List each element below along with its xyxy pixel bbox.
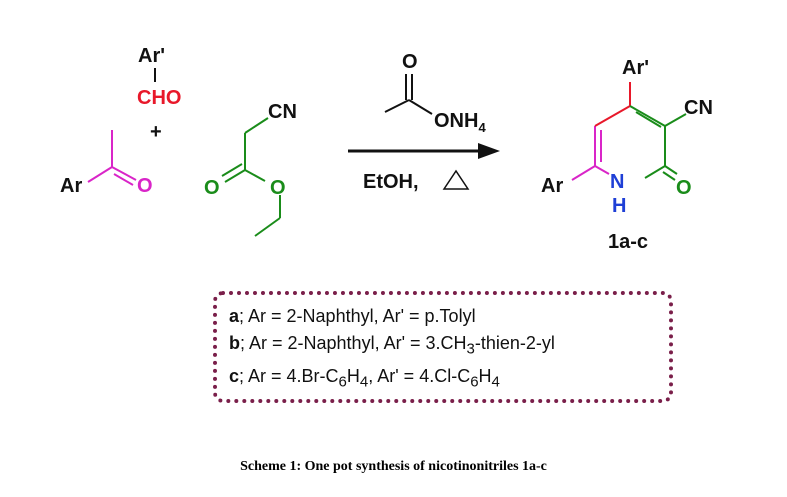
product-ring-left-bonds xyxy=(571,126,610,181)
substituent-row-b: b; Ar = 2-Naphthyl, Ar' = 3.CH3-thien-2-… xyxy=(229,333,555,358)
product-ring-top-bonds xyxy=(594,82,631,127)
ester-ether-o-label: O xyxy=(270,177,286,199)
reaction-arrowhead xyxy=(478,143,500,159)
substituent-row-c: c; Ar = 4.Br-C6H4, Ar' = 4.Cl-C6H4 xyxy=(229,365,500,391)
ketone-ar-label: Ar xyxy=(60,175,82,197)
acetate-onh4-label: ONH4 xyxy=(434,110,486,135)
product-compound-label: 1a-c xyxy=(608,231,648,253)
ketone-o-label: O xyxy=(137,175,153,197)
ester-bonds xyxy=(221,117,281,237)
product-o-label: O xyxy=(676,177,692,199)
solvent-label: EtOH, xyxy=(363,171,419,193)
ketone-bonds xyxy=(87,130,137,186)
product-ar-prime-label: Ar' xyxy=(622,57,649,79)
product-ring-right-bonds xyxy=(629,105,687,181)
product-cn-label: CN xyxy=(684,97,713,119)
aldehyde-cho-label: CHO xyxy=(137,87,181,109)
product-ar-label: Ar xyxy=(541,175,563,197)
heat-triangle-icon xyxy=(442,169,470,190)
substituent-row-a: a; Ar = 2-Naphthyl, Ar' = p.Tolyl xyxy=(229,306,476,326)
substituent-key-box: a; Ar = 2-Naphthyl, Ar' = p.Tolyl b; Ar … xyxy=(213,291,673,403)
plus-sign: + xyxy=(150,121,162,143)
product-n-label: N xyxy=(610,171,624,193)
acetate-bonds xyxy=(384,74,433,115)
ester-cn-label: CN xyxy=(268,101,297,123)
scheme-caption: Scheme 1: One pot synthesis of nicotinon… xyxy=(240,459,547,474)
acetate-o-label: O xyxy=(402,51,418,73)
product-h-label: H xyxy=(612,195,626,217)
aldehyde-ar-label: Ar' xyxy=(138,45,165,67)
ester-carbonyl-o-label: O xyxy=(204,177,220,199)
